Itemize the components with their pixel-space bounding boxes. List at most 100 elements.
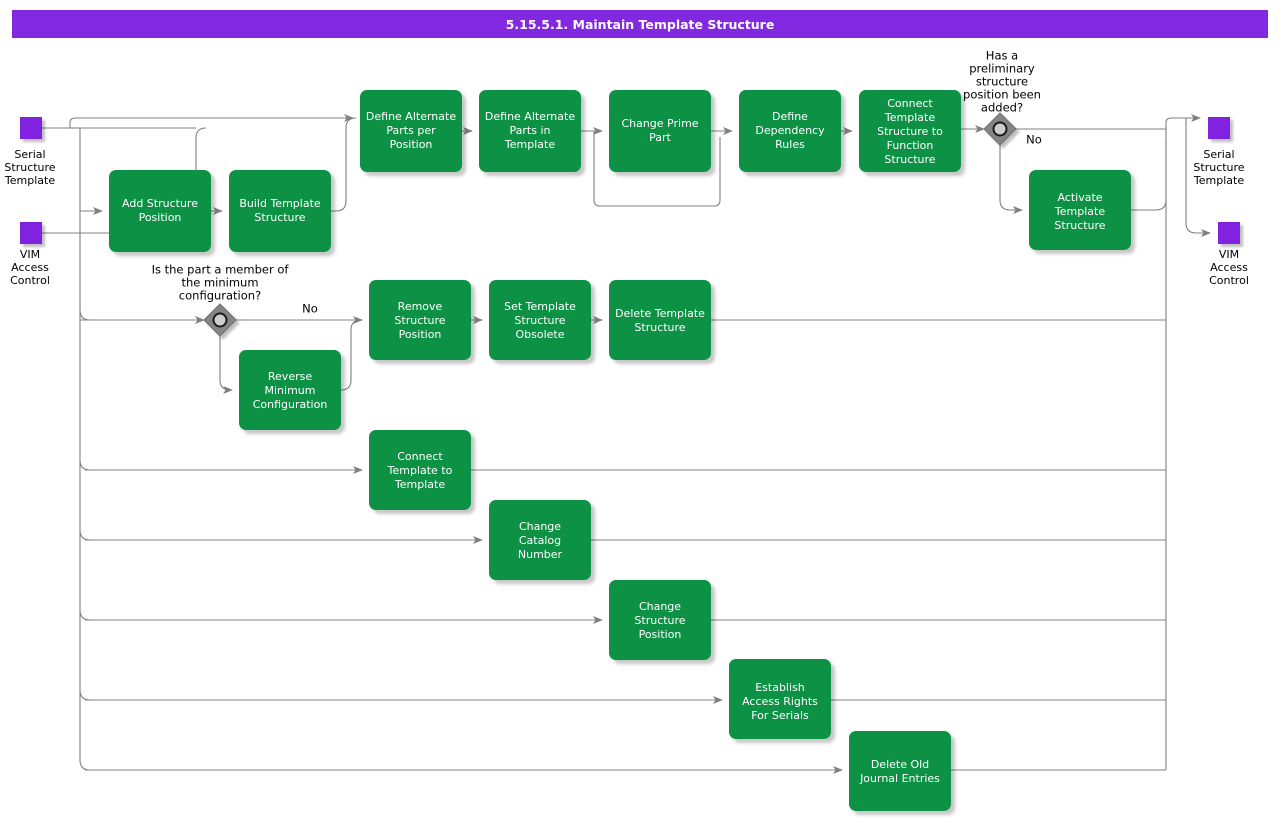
decision-is-the-part-a-member-of-the-minimum-configuration[interactable]: Is the part a member of the minimum conf… <box>152 263 318 337</box>
node-label-line: Structure <box>884 153 935 166</box>
node-label-line: Rules <box>775 138 805 151</box>
io-label-line: Serial <box>1203 148 1234 161</box>
node-label-line: Template to <box>387 464 453 477</box>
node-label-line: Template <box>1054 205 1105 218</box>
node-establish-access-rights-for-serials[interactable]: Establish Access Rights For Serials <box>729 659 831 739</box>
io-label-line: VIM <box>20 248 40 261</box>
node-set-template-structure-obsolete[interactable]: Set Template Structure Obsolete <box>489 280 591 360</box>
node-change-structure-position[interactable]: Change Structure Position <box>609 580 711 660</box>
node-label-line: Number <box>518 548 563 561</box>
node-delete-old-journal-entries[interactable]: Delete Old Journal Entries <box>849 731 951 811</box>
edge-decision-down-to-activate <box>999 145 1023 214</box>
edge-top-trunk-to-define-alt-parts <box>69 114 354 128</box>
node-label-line: Catalog <box>519 534 561 547</box>
node-label-line: Access Rights <box>742 695 818 708</box>
node-label-line: Define Alternate <box>485 110 575 123</box>
decision-question-line: the minimum <box>181 276 258 290</box>
node-label-line: Position <box>639 628 682 641</box>
decision-question-line: Has a <box>986 49 1018 63</box>
decision-question-line: added? <box>981 101 1023 115</box>
process-node-group: Add Structure Position Build Template St… <box>109 90 1131 811</box>
node-label-line: Dependency <box>755 124 825 137</box>
node-change-catalog-number[interactable]: Change Catalog Number <box>489 500 591 580</box>
node-label-line: Structure <box>394 314 445 327</box>
edge-trunk-lane7-corner <box>79 759 91 771</box>
node-remove-structure-position[interactable]: Remove Structure Position <box>369 280 471 360</box>
node-label-line: Minimum <box>265 384 316 397</box>
node-label-line: Delete Template <box>615 307 705 320</box>
page-title: 5.15.5.1. Maintain Template Structure <box>505 16 775 32</box>
node-label-line: Function <box>887 139 934 152</box>
node-connect-template-structure-to-function-structure[interactable]: Connect Template Structure to Function S… <box>859 90 961 172</box>
io-label-line: Structure <box>1193 161 1244 174</box>
node-label-line: Define Alternate <box>366 110 456 123</box>
edge-collector-to-out-serial <box>1165 114 1201 128</box>
node-label-line: Position <box>139 211 182 224</box>
node-label-line: Structure <box>514 314 565 327</box>
decision-question-line: position been <box>963 88 1041 102</box>
edge-trunk-lane4-corner <box>79 529 91 541</box>
io-label-line: Template <box>4 174 55 187</box>
node-label-line: Parts in <box>510 124 551 137</box>
edge-trunk-lane2-corner <box>79 309 91 321</box>
decision-has-preliminary-structure-position-been-added[interactable]: Has a preliminary structure position bee… <box>963 49 1042 147</box>
node-label-line: Connect <box>397 450 443 463</box>
node-label-line: Parts per <box>386 124 436 137</box>
node-label-line: Reverse <box>268 370 312 383</box>
decision-question-line: preliminary <box>969 62 1035 76</box>
node-label-line: Position <box>390 138 433 151</box>
node-change-prime-part[interactable]: Change Prime Part <box>609 90 711 172</box>
node-add-structure-position[interactable]: Add Structure Position <box>109 170 211 252</box>
node-label-line: Connect <box>887 97 933 110</box>
node-connect-template-to-template[interactable]: Connect Template to Template <box>369 430 471 510</box>
node-label-line: Change <box>519 520 561 533</box>
edge-collector-to-out-vim <box>1185 118 1211 237</box>
decision-branch-label-no: No <box>1026 133 1042 147</box>
node-label-line: Journal Entries <box>859 772 940 785</box>
node-label-line: Change Prime <box>621 117 698 130</box>
node-activate-template-structure[interactable]: Activate Template Structure <box>1029 170 1131 250</box>
io-node-group: Serial Structure Template VIM Access Con… <box>4 117 1249 287</box>
node-label-line: Position <box>399 328 442 341</box>
title-bar: 5.15.5.1. Maintain Template Structure <box>12 10 1268 38</box>
io-node-out-vim-access-control[interactable]: VIM Access Control <box>1209 222 1249 287</box>
node-label-line: Obsolete <box>515 328 564 341</box>
node-label-line: Structure <box>254 211 305 224</box>
io-label-line: Structure <box>4 161 55 174</box>
decision-node-group: Has a preliminary structure position bee… <box>152 49 1042 337</box>
edge-reverse-to-remove-lane <box>340 319 362 391</box>
edge-activate-to-collector <box>1131 139 1167 211</box>
io-label-line: Access <box>11 261 49 274</box>
node-label-line: Remove <box>398 300 443 313</box>
node-label-line: Add Structure <box>122 197 198 210</box>
node-define-alternate-parts-in-template[interactable]: Define Alternate Parts in Template <box>479 90 581 172</box>
edge-trunk-lane5-corner <box>79 609 91 621</box>
io-label-line: Serial <box>14 148 45 161</box>
edge-trunk-lane6-corner <box>79 689 91 701</box>
io-node-out-serial-structure-template[interactable]: Serial Structure Template <box>1193 117 1245 187</box>
io-label-line: Template <box>1193 174 1244 187</box>
io-node-in-vim-access-control[interactable]: VIM Access Control <box>10 222 50 287</box>
node-label-line: Template <box>504 138 555 151</box>
node-label-line: Activate <box>1057 191 1102 204</box>
node-define-alternate-parts-per-position[interactable]: Define Alternate Parts per Position <box>360 90 462 172</box>
io-node-in-serial-structure-template[interactable]: Serial Structure Template <box>4 117 56 187</box>
node-label-line: Establish <box>755 681 805 694</box>
node-delete-template-structure[interactable]: Delete Template Structure <box>609 280 711 360</box>
io-label-line: Access <box>1210 261 1248 274</box>
io-label-line: Control <box>1209 274 1249 287</box>
node-reverse-minimum-configuration[interactable]: Reverse Minimum Configuration <box>239 350 341 430</box>
io-label-line: VIM <box>1219 248 1239 261</box>
edge-decision2-down-to-reverse <box>219 336 233 394</box>
connector-lines <box>42 114 1211 774</box>
node-define-dependency-rules[interactable]: Define Dependency Rules <box>739 90 841 172</box>
decision-question-line: structure <box>976 75 1028 89</box>
edge-build-to-alt-parts-lane <box>331 117 357 212</box>
node-label-line: Build Template <box>239 197 321 210</box>
edge-change-prime-bypass <box>593 131 721 207</box>
node-label-line: Template <box>394 478 445 491</box>
node-label-line: For Serials <box>751 709 809 722</box>
node-label-line: Structure to <box>877 125 943 138</box>
node-build-template-structure[interactable]: Build Template Structure <box>229 170 331 252</box>
decision-branch-label-no: No <box>302 302 318 316</box>
